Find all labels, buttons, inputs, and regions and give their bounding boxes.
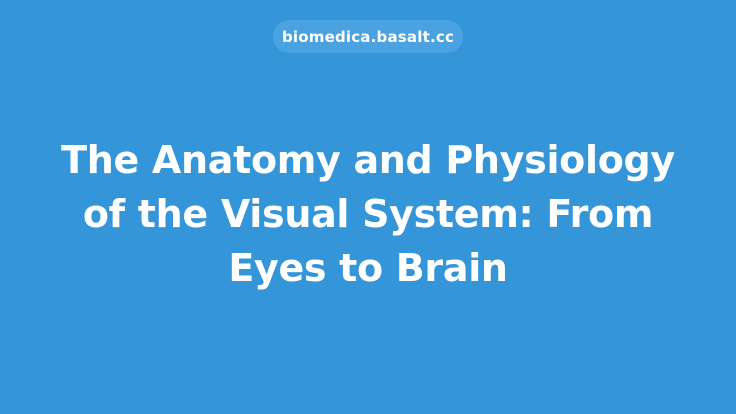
article-title: The Anatomy and Physiology of the Visual… [61,138,675,291]
site-domain-label: biomedica.basalt.cc [281,27,455,46]
site-domain-badge[interactable]: biomedica.basalt.cc [273,20,463,53]
